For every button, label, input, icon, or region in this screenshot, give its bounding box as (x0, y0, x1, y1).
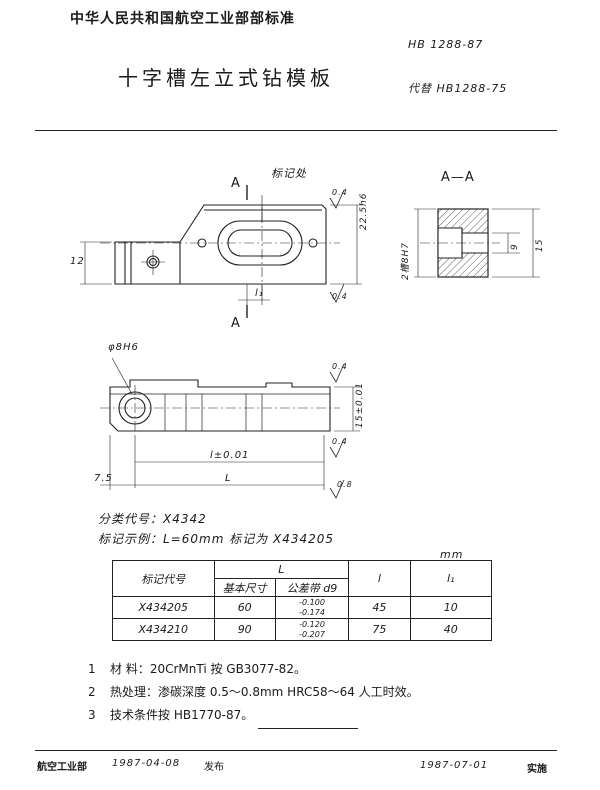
spec-table: 标记代号 L l l₁ 基本尺寸 公差带 d9 X434205 60 -0.10… (112, 560, 493, 641)
roughness-front-top: 0.4 (332, 362, 348, 371)
notes-end-rule (258, 728, 358, 729)
footer-issuer: 航空工业部 (37, 762, 87, 773)
header-tol: 公差带 d9 (274, 578, 350, 597)
standard-code: HB 1288-87 (408, 38, 484, 51)
row-basic: 60 (213, 596, 276, 619)
dim-L: L (225, 473, 232, 484)
unit-label: mm (440, 548, 464, 561)
technical-drawing (80, 185, 540, 499)
row-tol: -0.120-0.207 (274, 618, 350, 641)
header-code: 标记代号 (112, 560, 215, 597)
header-L: L (213, 560, 350, 579)
front-view (100, 357, 360, 499)
dim-15: 15 (535, 238, 545, 252)
mark-example: 标记示例：L=60mm 标记为 X434205 (98, 532, 335, 546)
dim-l1: l₁ (255, 288, 264, 299)
footer-issue-word: 发布 (204, 762, 224, 773)
dim-2-slot: 2槽8H7 (401, 242, 411, 280)
top-view (80, 185, 362, 318)
dim-phi: φ8H6 (108, 342, 139, 353)
roughness-bottom: 0.4 (332, 292, 348, 301)
classification-code: 分类代号：X4342 (98, 512, 207, 526)
table-subheader-row: 基本尺寸 公差带 d9 (113, 578, 492, 597)
row-code: X434210 (112, 618, 215, 641)
header-rule (35, 130, 557, 131)
header-basic: 基本尺寸 (213, 578, 276, 597)
row-l: 45 (348, 596, 411, 619)
dim-9: 9 (510, 243, 520, 250)
footer-impl-date: 1987-07-01 (420, 760, 489, 771)
standard-org: 中华人民共和国航空工业部部标准 (70, 11, 295, 27)
row-l1: 10 (409, 596, 493, 619)
roughness-front-bottom: 0.4 (332, 437, 348, 446)
footer-rule (35, 750, 557, 751)
section-mark-bottom: A (231, 316, 241, 331)
document-title: 十字槽左立式钻模板 (118, 66, 334, 90)
section-mark-top: A (231, 176, 241, 191)
roughness-end: 0.8 (337, 480, 353, 489)
dim-l-tol: l±0.01 (210, 450, 250, 461)
header-l: l (348, 560, 411, 597)
section-view (414, 208, 540, 278)
row-tol: -0.100-0.174 (274, 596, 350, 619)
row-code: X434205 (112, 596, 215, 619)
row-l1: 40 (409, 618, 493, 641)
roughness-top: 0.4 (332, 188, 348, 197)
table-row: X434205 60 -0.100-0.174 45 10 (112, 596, 493, 619)
dim-22-5h6: 22.5h6 (359, 192, 369, 230)
dim-12: 12 (70, 256, 85, 267)
footer-issue-date: 1987-04-08 (112, 758, 181, 769)
table-header-row: 标记代号 L l l₁ (112, 560, 493, 597)
dim-7-5: 7.5 (94, 473, 113, 484)
table-row: X434210 90 -0.120-0.207 75 40 (112, 618, 493, 641)
replaces-standard: 代替 HB1288-75 (408, 82, 508, 95)
row-basic: 90 (213, 618, 276, 641)
dim-15-tol: 15±0.01 (355, 381, 365, 428)
header-l1: l₁ (409, 560, 493, 597)
mark-callout: 标记处 (271, 167, 307, 180)
footer-impl-word: 实施 (527, 764, 547, 775)
row-l: 75 (348, 618, 411, 641)
section-view-title: A—A (441, 170, 475, 185)
